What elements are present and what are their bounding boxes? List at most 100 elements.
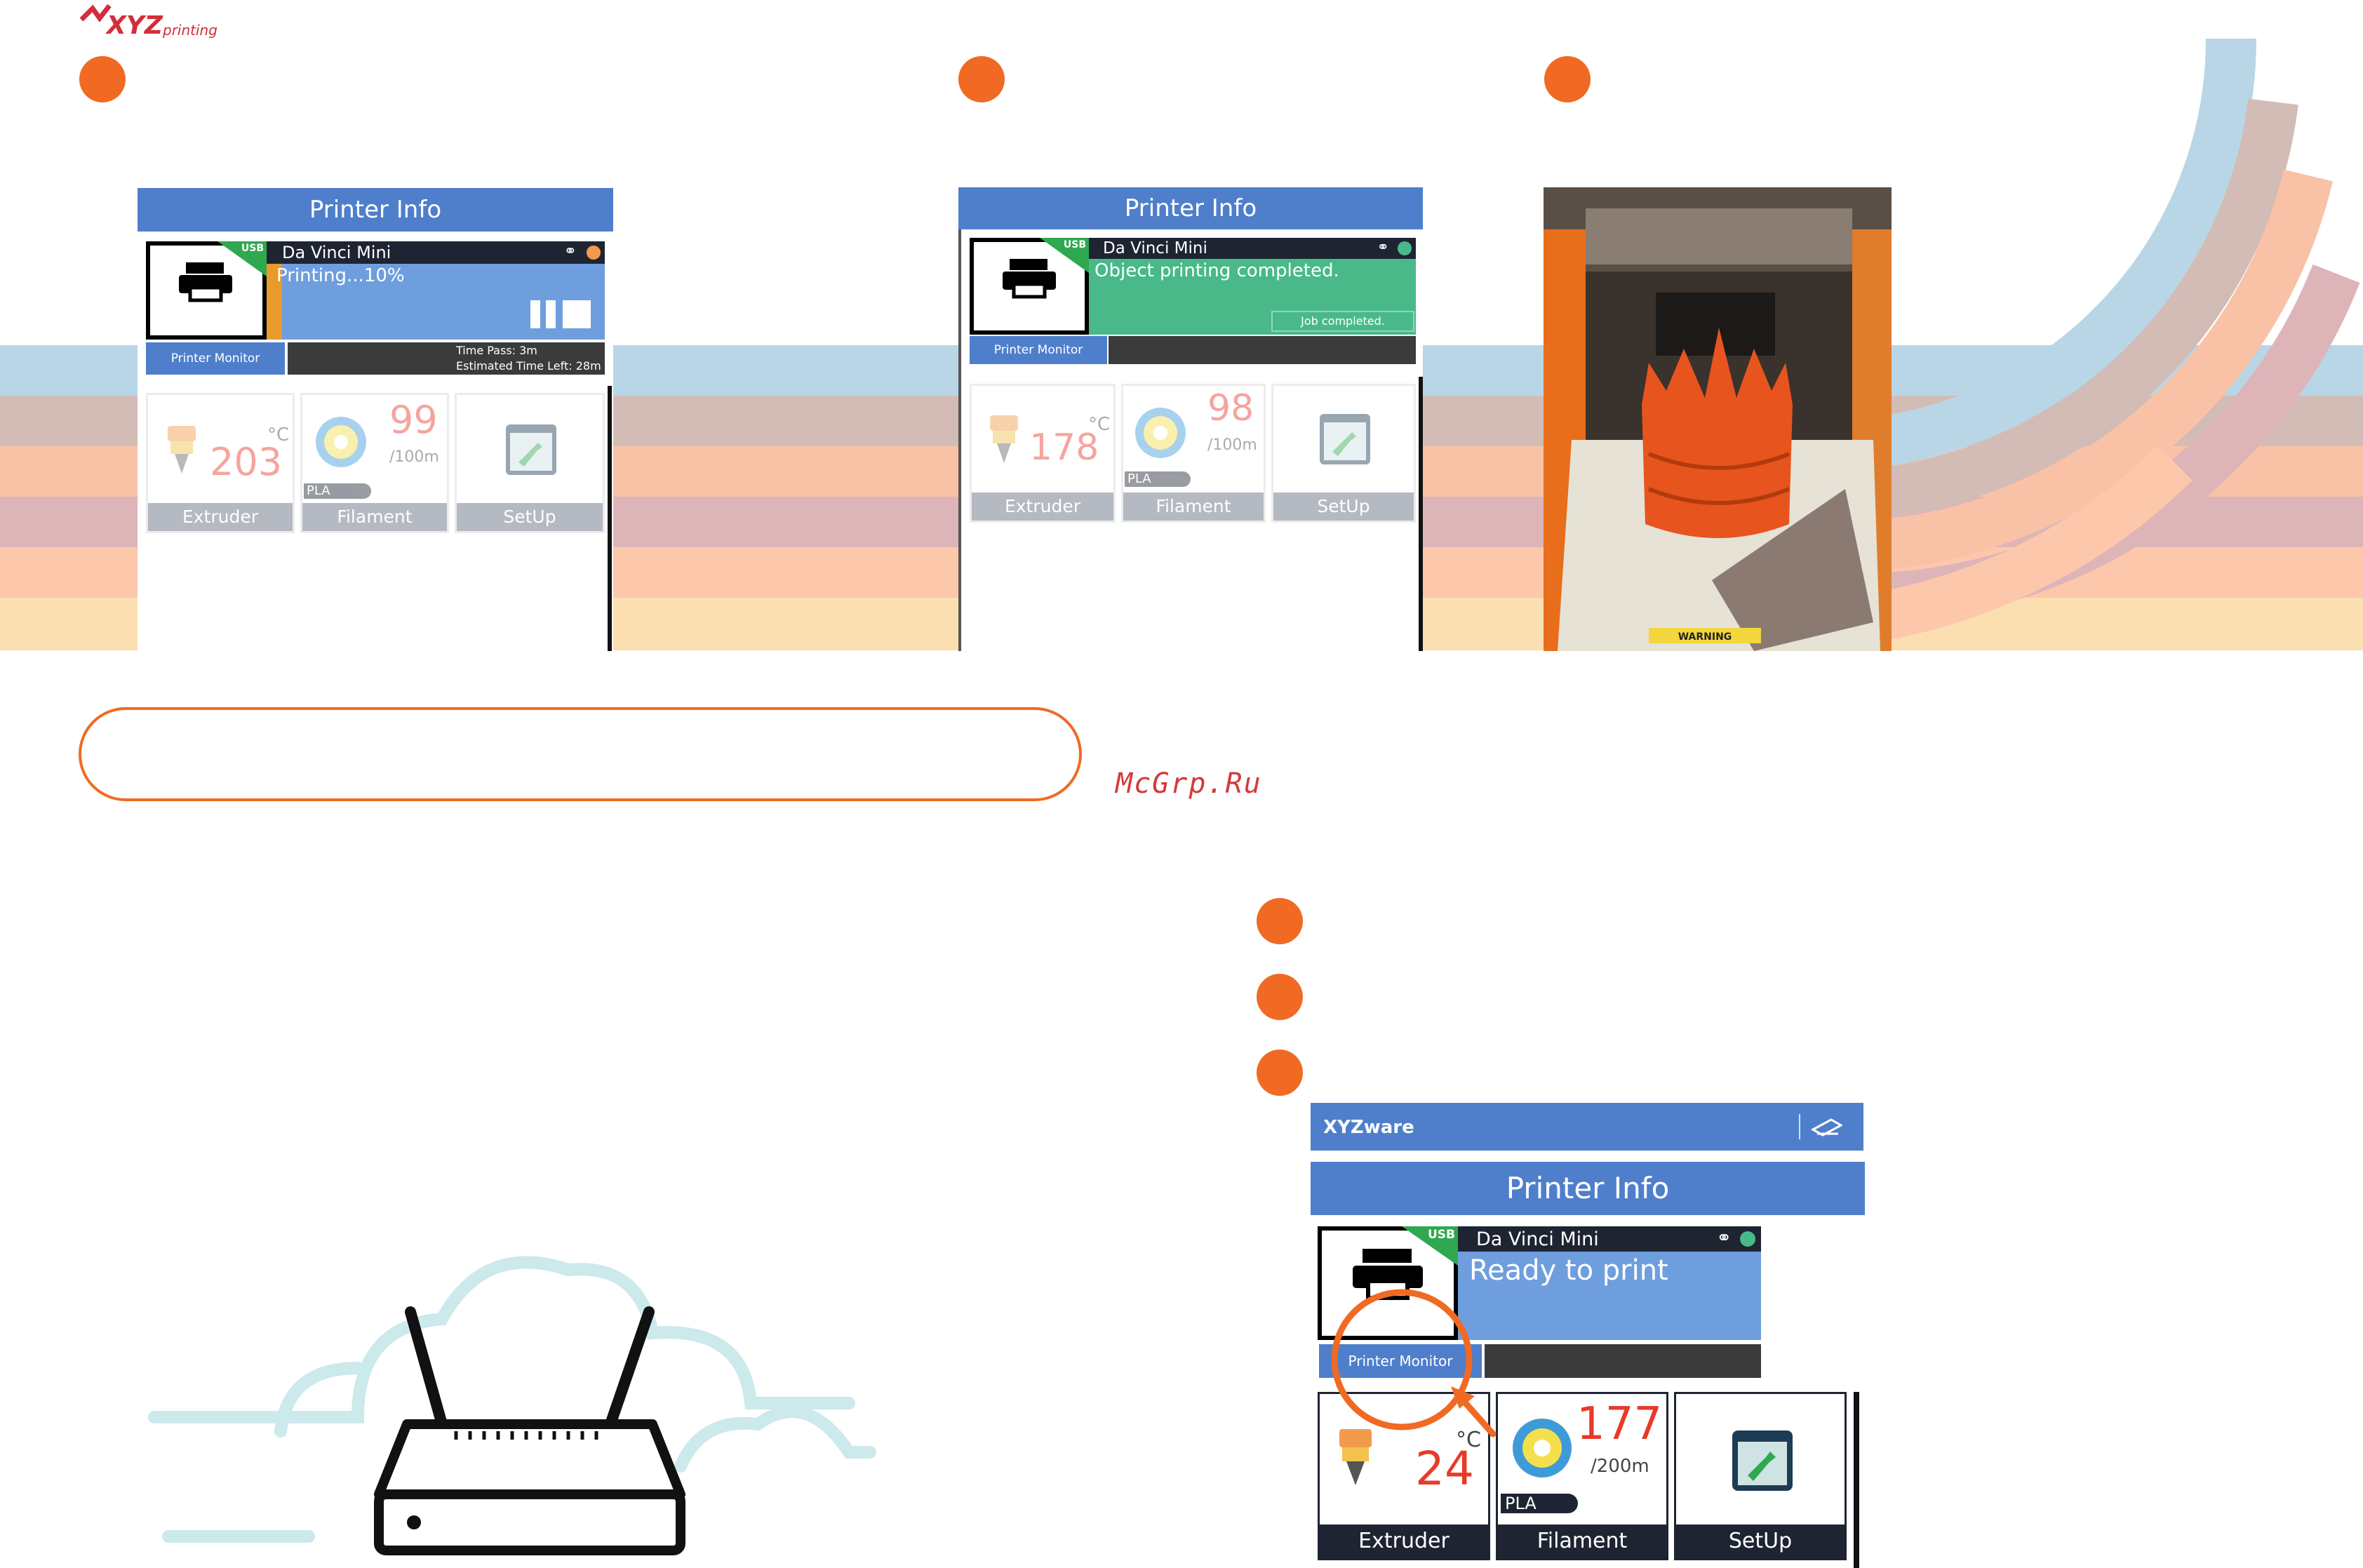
watermark: McGrp.Ru <box>1116 768 1262 800</box>
extruder-tile[interactable]: 178 °C Extruder <box>970 384 1116 523</box>
setup-tile[interactable]: SetUp <box>1674 1392 1847 1560</box>
setup-tile[interactable]: SetUp <box>1271 384 1416 523</box>
stop-icon[interactable] <box>563 300 591 328</box>
status-dot-green <box>1740 1231 1755 1247</box>
usb-corner <box>1040 238 1089 273</box>
thumb-label: da Vinci Mini <box>177 322 236 333</box>
svg-text:printing: printing <box>162 22 217 39</box>
extruder-unit: °C <box>1088 414 1111 435</box>
time-left: Estimated Time Left: 28m <box>456 359 601 373</box>
filament-type-badge: PLA <box>304 483 371 499</box>
filament-type-badge: PLA <box>1125 471 1191 487</box>
status-text: Printing...10% <box>276 265 405 286</box>
printer-thumbnail: USB da Vinci Mini <box>146 241 267 340</box>
printer-monitor-button[interactable]: Printer Monitor <box>1319 1344 1482 1378</box>
thumb-label: a Vinci Mini <box>1355 1321 1420 1334</box>
status-dot-orange <box>587 246 601 260</box>
xyzware-header: XYZware <box>1311 1103 1863 1151</box>
status-area <box>1458 1252 1761 1340</box>
model-bar: Da Vinci Mini ⚭ <box>1089 238 1416 259</box>
job-completed-button[interactable]: Job completed. <box>1271 311 1414 332</box>
filament-spool-icon <box>1513 1419 1572 1477</box>
model-name: Da Vinci Mini <box>1103 239 1207 257</box>
decorative-arcs <box>1824 38 2360 648</box>
usb-corner <box>217 241 267 276</box>
extruder-temp: 178 <box>1029 427 1099 469</box>
xyzware-printer-info-panel: XYZware Printer Info USB a Vinci Mini Da… <box>1311 1103 1865 1568</box>
setup-label: SetUp <box>1676 1525 1845 1558</box>
time-bar <box>1485 1344 1761 1378</box>
filament-tile[interactable]: 177 /200m PLA Filament <box>1496 1392 1668 1560</box>
model-name: Da Vinci Mini <box>282 243 391 262</box>
filament-remaining: 98 <box>1207 387 1254 429</box>
extruder-label: Extruder <box>148 503 293 531</box>
step-dot-6 <box>1257 1050 1303 1096</box>
printer-thumbnail: USB da Vinci Mini <box>970 238 1089 335</box>
xyz-logo-mark: XYZ printing <box>79 4 217 40</box>
model-bar: Da Vinci Mini ⚭ <box>267 241 605 264</box>
printer-icon <box>179 262 232 302</box>
step-dot-1 <box>79 56 126 102</box>
extruder-tile[interactable]: 203 °C Extruder <box>146 393 295 533</box>
printer-thumbnail: USB a Vinci Mini <box>1318 1226 1458 1340</box>
model-name: Da Vinci Mini <box>1476 1228 1599 1250</box>
plate-warning-label: WARNING <box>1678 631 1732 643</box>
usb-label: USB <box>1427 1228 1455 1242</box>
panel-scrollbar[interactable] <box>1854 1392 1859 1568</box>
filament-remaining: 177 <box>1577 1398 1663 1450</box>
extruder-icon <box>168 426 196 474</box>
filament-tile[interactable]: 98 /100m PLA Filament <box>1121 384 1266 523</box>
printer-info-panel-2: Printer Info USB da Vinci Mini Da Vinci … <box>958 187 1423 651</box>
printer-photo-illustration: WARNING <box>1544 187 1892 651</box>
thumb-label: da Vinci Mini <box>1000 317 1059 328</box>
printer-icon <box>1003 259 1056 299</box>
connection-icon: ⚭ <box>1716 1228 1732 1249</box>
status-text: Object printing completed. <box>1095 260 1339 281</box>
printer-monitor-highlight <box>1331 1289 1497 1438</box>
model-bar: Da Vinci Mini ⚭ <box>1458 1226 1761 1252</box>
printer-monitor-button[interactable]: Printer Monitor <box>970 336 1107 364</box>
step-dot-3 <box>1544 56 1591 102</box>
extruder-icon <box>990 415 1018 463</box>
panel-edge-left <box>958 229 961 651</box>
filament-spool-icon <box>316 417 366 467</box>
filament-remaining: 99 <box>389 398 438 442</box>
extruder-icon <box>1339 1429 1372 1485</box>
wrench-icon <box>506 424 556 475</box>
setup-tile[interactable]: SetUp <box>455 393 605 533</box>
filament-total: /200m <box>1591 1456 1649 1477</box>
usb-label: USB <box>241 243 264 254</box>
status-text: Ready to print <box>1469 1254 1668 1287</box>
extruder-tile[interactable]: 24 °C Extruder <box>1318 1392 1490 1560</box>
filament-total: /100m <box>389 448 439 466</box>
wifi-router-illustration <box>148 1256 876 1555</box>
arrow-head-icon <box>1451 1386 1475 1409</box>
status-area <box>1089 259 1416 335</box>
connection-icon: ⚭ <box>1377 239 1389 255</box>
header-divider <box>1799 1114 1800 1139</box>
usb-corner <box>1402 1226 1458 1266</box>
extruder-label: Extruder <box>1320 1525 1488 1558</box>
filament-spool-icon <box>1135 408 1186 458</box>
svg-text:XYZ: XYZ <box>105 11 163 40</box>
panel-scrollbar[interactable] <box>608 386 612 651</box>
extruder-unit: °C <box>1456 1428 1481 1452</box>
layers-icon[interactable] <box>1810 1117 1842 1138</box>
info-rounded-box <box>79 707 1082 801</box>
filament-type-badge: PLA <box>1501 1494 1578 1513</box>
setup-label: SetUp <box>1273 492 1414 521</box>
extruder-label: Extruder <box>972 492 1113 521</box>
extruder-temp: 203 <box>210 440 283 484</box>
wrench-icon <box>1320 414 1370 464</box>
filament-tile[interactable]: 99 /100m PLA Filament <box>300 393 449 533</box>
setup-label: SetUp <box>457 503 603 531</box>
time-bar: Time Pass: 3m Estimated Time Left: 28m <box>288 342 605 375</box>
panel-scrollbar[interactable] <box>1419 377 1423 651</box>
time-bar <box>1109 336 1416 364</box>
time-pass: Time Pass: 3m <box>456 344 537 357</box>
progress-fill <box>267 264 282 340</box>
filament-label: Filament <box>302 503 447 531</box>
panel-title: Printer Info <box>1311 1162 1865 1215</box>
printer-monitor-button[interactable]: Printer Monitor <box>146 342 285 375</box>
step-dot-5 <box>1257 974 1303 1020</box>
